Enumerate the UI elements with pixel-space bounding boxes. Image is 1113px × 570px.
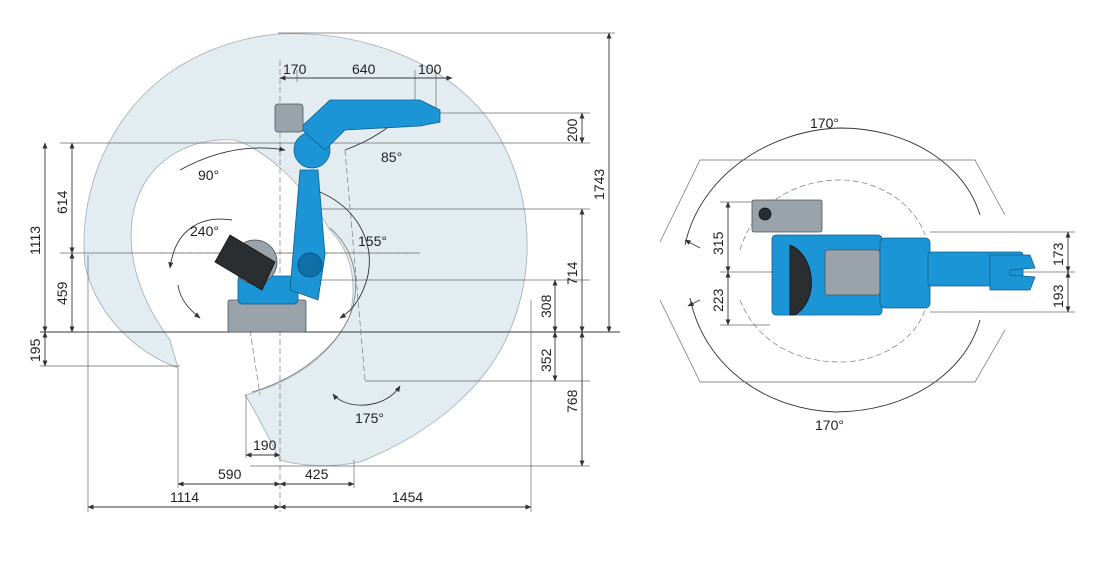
- robot-top-motor-cap: [758, 207, 772, 221]
- top-dim-193: 193: [1050, 284, 1066, 308]
- top-dim-315: 315: [710, 231, 726, 255]
- top-outer-arc-lower: [689, 297, 981, 413]
- top-dim-173: 173: [1050, 242, 1066, 266]
- dim-1114: 1114: [170, 489, 199, 505]
- arc-240-bottom: [177, 284, 201, 319]
- dim-195: 195: [27, 338, 43, 362]
- dim-170: 170: [283, 61, 307, 77]
- robot-upper-arm: [299, 99, 441, 151]
- dim-308: 308: [538, 294, 554, 318]
- dim-352: 352: [538, 348, 554, 372]
- arc-175: [332, 385, 401, 406]
- angle-240: 240°: [190, 223, 219, 239]
- dim-1454: 1454: [392, 489, 423, 505]
- top-outer-arc-upper: [684, 127, 981, 246]
- dim-640: 640: [352, 61, 376, 77]
- dim-459: 459: [54, 281, 70, 305]
- robot-top-housing: [824, 249, 881, 296]
- robot-top-counterweight: [789, 244, 812, 316]
- robot-lower-arm: [289, 169, 326, 301]
- robot-top-gripper: [989, 254, 1036, 291]
- top-angle-lower: 170°: [815, 417, 844, 433]
- dim-590: 590: [218, 466, 242, 482]
- top-view: 170° 170° 315 223 173 193: [659, 115, 1075, 433]
- robot-top-motor: [751, 199, 823, 233]
- radial-dash-3: [249, 329, 261, 396]
- dim-190: 190: [253, 437, 277, 453]
- dim-614: 614: [54, 190, 70, 214]
- arc-240-top: [168, 218, 233, 269]
- radial-dash-1: [344, 149, 366, 381]
- arc-90: [179, 146, 286, 171]
- top-inner-arc-lower: [739, 299, 926, 363]
- dim-200: 200: [564, 118, 580, 142]
- dim-100: 100: [418, 61, 442, 77]
- side-view: 170 640 100 200 1743 714 308 352 768 111…: [27, 32, 620, 512]
- top-arrow-upper: [684, 239, 701, 249]
- inner-reach-arc: [251, 227, 356, 393]
- robot-base-plate: [227, 299, 307, 333]
- angle-175: 175°: [355, 410, 384, 426]
- top-angle-upper: 170°: [810, 115, 839, 131]
- top-envelope-upper: [659, 159, 1006, 243]
- top-arrow-lower: [687, 299, 701, 307]
- dim-1113: 1113: [27, 226, 43, 255]
- robot-shoulder-joint: [297, 252, 323, 278]
- top-dim-223: 223: [710, 288, 726, 312]
- dim-714: 714: [564, 261, 580, 285]
- robot-top-shoulder: [879, 237, 931, 309]
- robot-side-illustration: [214, 99, 441, 333]
- angle-85: 85°: [381, 149, 402, 165]
- angle-155: 155°: [358, 233, 387, 249]
- robot-tool: [274, 103, 304, 133]
- robot-counterweight: [214, 234, 276, 291]
- dim-1743: 1743: [591, 169, 607, 200]
- robot-top-illustration: [751, 199, 1036, 316]
- dim-768: 768: [564, 389, 580, 413]
- dim-425: 425: [305, 466, 329, 482]
- work-envelope-shape: [83, 33, 528, 467]
- angle-90: 90°: [198, 167, 219, 183]
- top-envelope-lower: [659, 299, 1006, 383]
- arc-155: [314, 189, 370, 319]
